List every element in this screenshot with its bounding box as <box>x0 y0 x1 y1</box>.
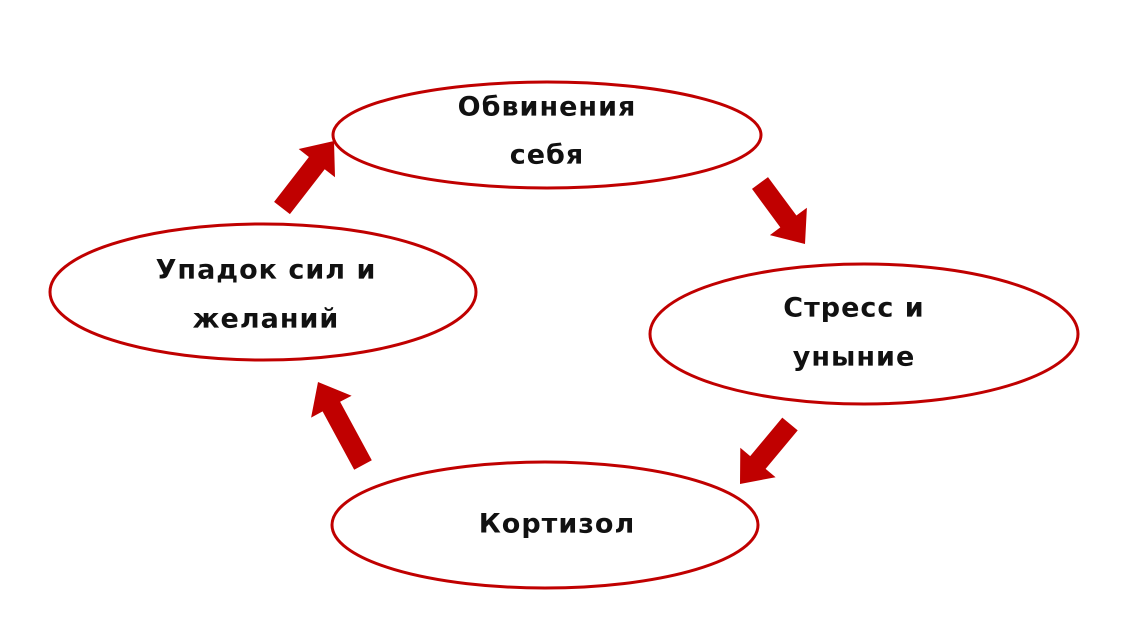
node-self-blame: Обвинения себя <box>331 80 763 190</box>
node-cortisol-label: Кортизол <box>479 509 636 540</box>
node-cortisol: Кортизол <box>330 460 760 590</box>
node-cortisol-ellipse <box>330 460 760 590</box>
node-decline: Упадок сил и желаний <box>48 222 478 362</box>
node-stress-label-line-2: уныние <box>793 342 916 373</box>
node-decline-label-line-2: желаний <box>193 304 340 335</box>
node-stress-label-line-1: Стресс и <box>783 293 924 324</box>
arrow-decline-to-self-blame <box>274 141 335 215</box>
arrow-stress-to-cortisol <box>740 417 798 484</box>
node-decline-label-line-1: Упадок сил и <box>156 255 377 286</box>
node-decline-ellipse <box>48 222 478 362</box>
node-self-blame-label-line-2: себя <box>510 140 585 171</box>
node-stress: Стресс и уныние <box>648 262 1080 406</box>
node-stress-ellipse <box>648 262 1080 406</box>
arrow-cortisol-to-decline <box>311 382 372 470</box>
arrow-self-blame-to-stress <box>752 177 807 244</box>
arrows-group <box>274 141 807 484</box>
node-self-blame-ellipse <box>331 80 763 190</box>
node-self-blame-label-line-1: Обвинения <box>458 92 637 123</box>
